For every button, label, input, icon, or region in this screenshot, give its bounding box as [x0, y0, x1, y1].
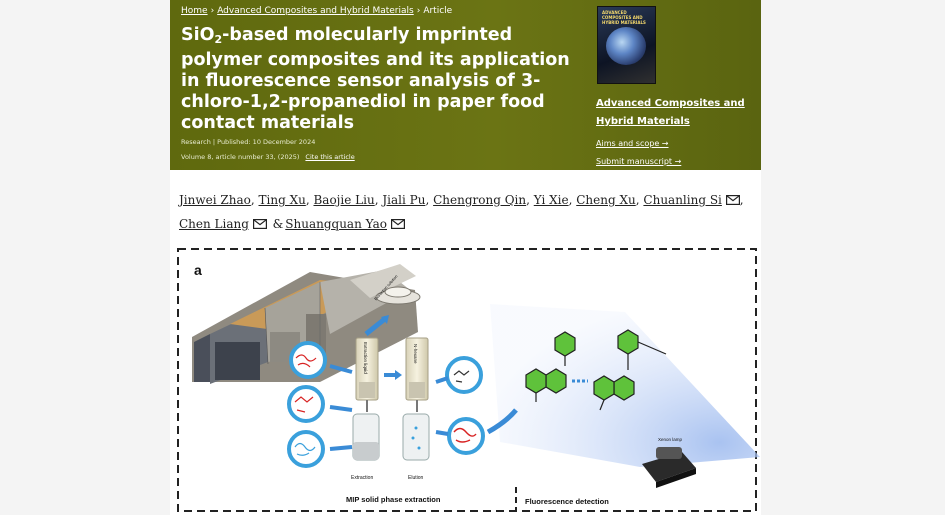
author-link[interactable]: Chuanling Si	[643, 193, 722, 207]
author-link[interactable]: Ting Xu	[258, 193, 306, 207]
cartridge-2-label: N-hexane	[413, 344, 418, 364]
template-ring-1	[445, 356, 483, 394]
vial-elution-label: Elution	[408, 475, 424, 481]
email-icon[interactable]	[725, 189, 740, 206]
author-list: Jinwei Zhao, Ting Xu, Baojie Liu, Jiali …	[179, 188, 759, 236]
flow-arrow	[329, 445, 353, 451]
mip-particle-ring-3	[287, 430, 325, 468]
article-page: Home›Advanced Composites and Hybrid Mate…	[170, 0, 761, 515]
cite-article-link[interactable]: Cite this article	[305, 153, 355, 161]
title-text: -based molecularly imprinted polymer com…	[181, 25, 570, 133]
breadcrumb-current: Article	[423, 6, 453, 16]
email-icon[interactable]	[252, 213, 267, 230]
flow-arrow	[435, 430, 449, 436]
vial-extraction-label: Extraction	[351, 475, 374, 481]
cartridge-1-label: Extraction liquid	[363, 342, 368, 374]
journal-cover-graphic	[606, 27, 646, 65]
xenon-lamp-device	[642, 447, 696, 488]
flow-arrow	[435, 376, 449, 384]
author-link[interactable]: Yi Xie	[533, 193, 569, 207]
email-icon[interactable]	[390, 213, 405, 230]
author-link[interactable]: Jiali Pu	[382, 193, 426, 207]
graphical-abstract-figure[interactable]: a Extraction solution Extraction liquid …	[170, 242, 761, 515]
sample-flow-arrow	[364, 316, 388, 336]
caption-fluorescence: Fluorescence detection	[525, 497, 609, 506]
volume-text: Volume 8, article number 33, (2025)	[181, 153, 300, 161]
panel-label: a	[194, 262, 202, 278]
journal-cover-image[interactable]: ADVANCED COMPOSITES AND HYBRID MATERIALS	[597, 6, 656, 84]
mip-particle-ring-1	[289, 341, 327, 379]
caption-spe: MIP solid phase extraction	[346, 495, 441, 504]
flow-arrowhead	[395, 370, 402, 380]
author-link[interactable]: Chengrong Qin	[433, 193, 527, 207]
template-ring-2	[447, 417, 485, 455]
breadcrumb-separator: ›	[416, 6, 421, 16]
figure-frame	[177, 248, 757, 512]
submit-manuscript-link[interactable]: Submit manuscript →	[596, 157, 682, 166]
title-subscript: 2	[214, 33, 223, 46]
aims-and-scope-link[interactable]: Aims and scope →	[596, 139, 669, 148]
author-ampersand: &	[272, 217, 284, 231]
breadcrumb-home-link[interactable]: Home	[181, 6, 208, 16]
graphical-abstract-drawing	[177, 248, 760, 512]
probe-complex-molecule	[593, 329, 667, 411]
journal-name-link[interactable]: Advanced Composites and Hybrid Materials	[596, 98, 745, 127]
mip-particle-ring-2	[287, 385, 325, 423]
author-link[interactable]: Baojie Liu	[313, 193, 375, 207]
xenon-lamp-label: Xenon lamp	[658, 437, 683, 442]
fluorescent-probe-molecule	[525, 331, 576, 402]
article-meta-published: Research | Published: 10 December 2024	[181, 138, 316, 146]
spe-cartridge-1	[352, 337, 380, 461]
article-title: SiO2-based molecularly imprinted polymer…	[181, 25, 571, 134]
sample-flow-arrowhead	[381, 315, 389, 324]
author-link[interactable]: Shuangquan Yao	[285, 217, 387, 231]
breadcrumb: Home›Advanced Composites and Hybrid Mate…	[181, 6, 452, 16]
author-link[interactable]: Chen Liang	[179, 217, 249, 231]
breadcrumb-journal-link[interactable]: Advanced Composites and Hybrid Materials	[217, 6, 414, 16]
author-link[interactable]: Cheng Xu	[576, 193, 636, 207]
journal-cover-title: ADVANCED COMPOSITES AND HYBRID MATERIALS	[602, 10, 646, 25]
article-header: Home›Advanced Composites and Hybrid Mate…	[170, 0, 761, 170]
flow-arrow	[486, 408, 518, 435]
flow-arrow	[329, 405, 353, 412]
article-meta-volume: Volume 8, article number 33, (2025) Cite …	[181, 153, 355, 161]
breadcrumb-separator: ›	[210, 6, 215, 16]
title-text: SiO	[181, 25, 215, 45]
author-link[interactable]: Jinwei Zhao	[179, 193, 251, 207]
flow-arrow	[329, 364, 353, 374]
spe-cartridge-2	[402, 337, 430, 461]
